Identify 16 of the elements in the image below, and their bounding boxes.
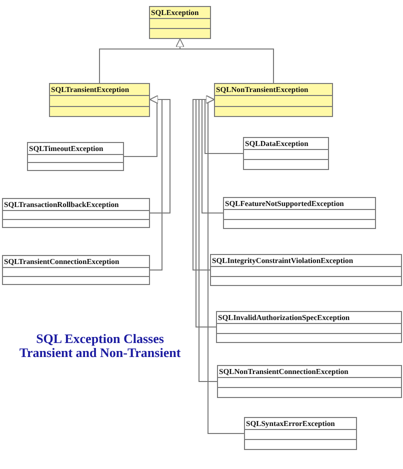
inheritance-arrow [176, 38, 274, 84]
diagram-title: SQL Exception Classes Transient and Non-Transient [18, 332, 182, 360]
inheritance-arrow [206, 95, 244, 434]
class-box [27, 142, 124, 171]
class-box [2, 255, 150, 285]
class-box [217, 365, 402, 398]
inheritance-arrow [150, 95, 162, 270]
class-box [223, 197, 376, 229]
class-box [243, 137, 329, 170]
class-box [216, 311, 402, 343]
class-box [210, 254, 402, 286]
class-box [49, 83, 150, 117]
class-box [149, 6, 211, 39]
class-box [244, 417, 357, 450]
class-box [2, 198, 150, 228]
class-box [214, 83, 333, 117]
